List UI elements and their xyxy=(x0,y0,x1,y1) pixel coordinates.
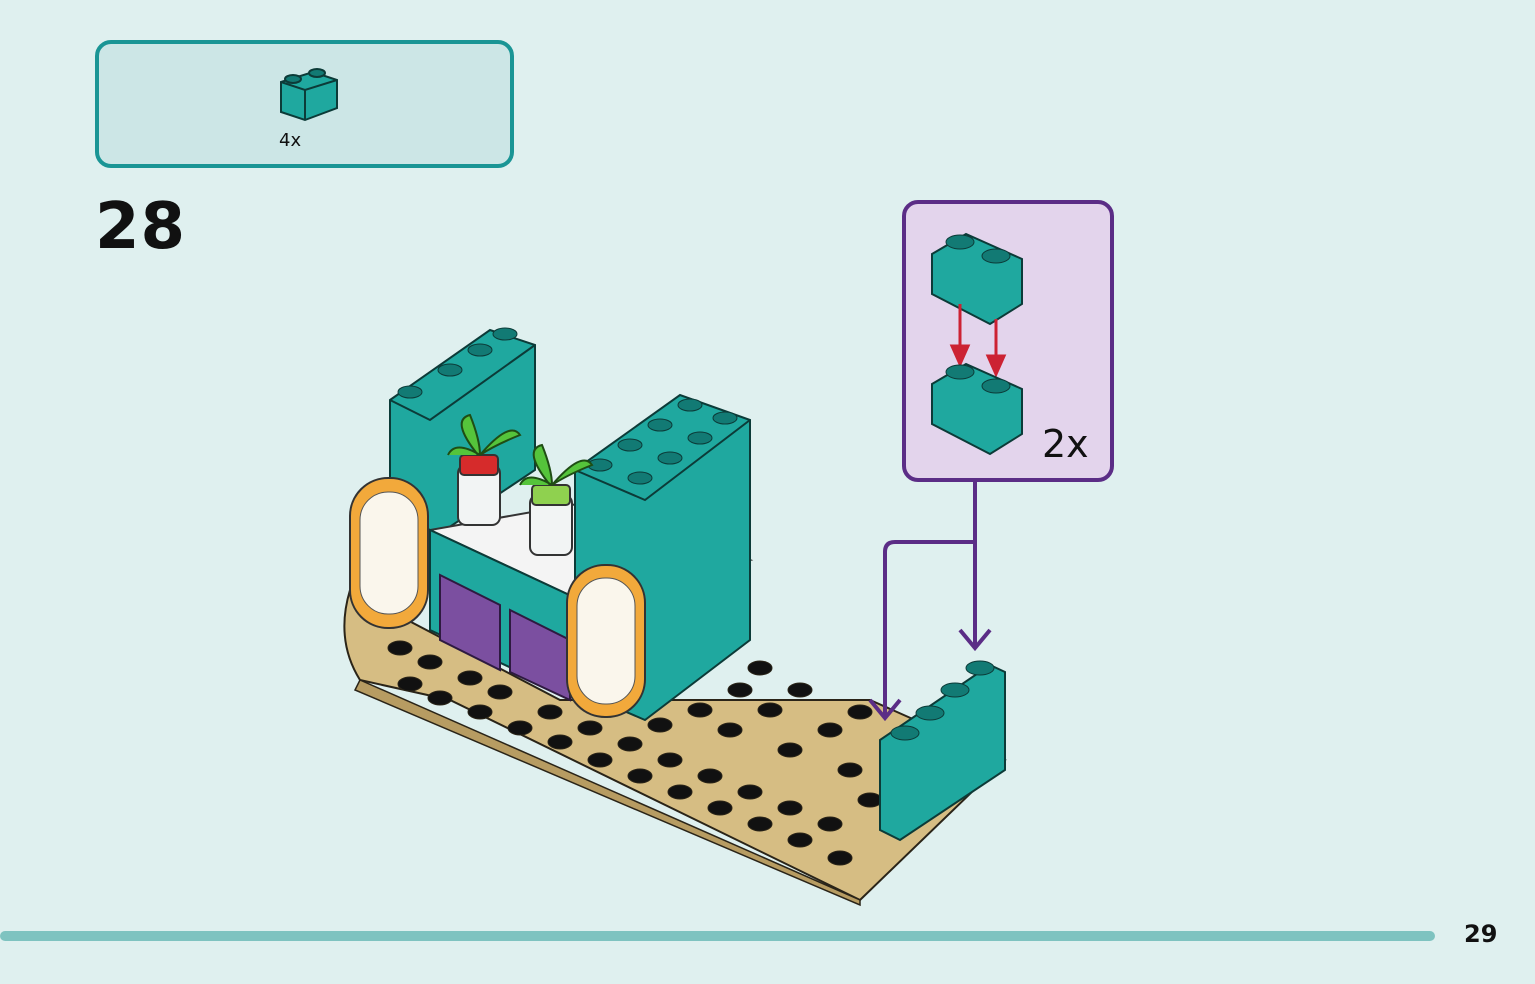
round-brick-top xyxy=(931,232,1023,326)
step-number: 28 xyxy=(95,190,187,264)
red-arrows xyxy=(949,304,1007,378)
plate-studs xyxy=(387,640,883,866)
stack-bricks-diagram xyxy=(931,232,1023,456)
teal-round-brick-icon xyxy=(280,68,338,122)
part-quantity: 4x xyxy=(279,130,302,151)
round-brick-bottom xyxy=(931,362,1023,456)
parts-list-box: 4x xyxy=(95,40,514,168)
callout-quantity: 2x xyxy=(1042,422,1089,466)
page-number: 29 xyxy=(1464,920,1498,948)
progress-bar xyxy=(0,931,1435,941)
menu-signs xyxy=(349,477,646,718)
sub-assembly-callout: 2x xyxy=(902,200,1114,482)
callout-arrows xyxy=(868,482,992,722)
plants-and-jars xyxy=(447,413,594,556)
new-round-bricks xyxy=(879,660,1006,842)
